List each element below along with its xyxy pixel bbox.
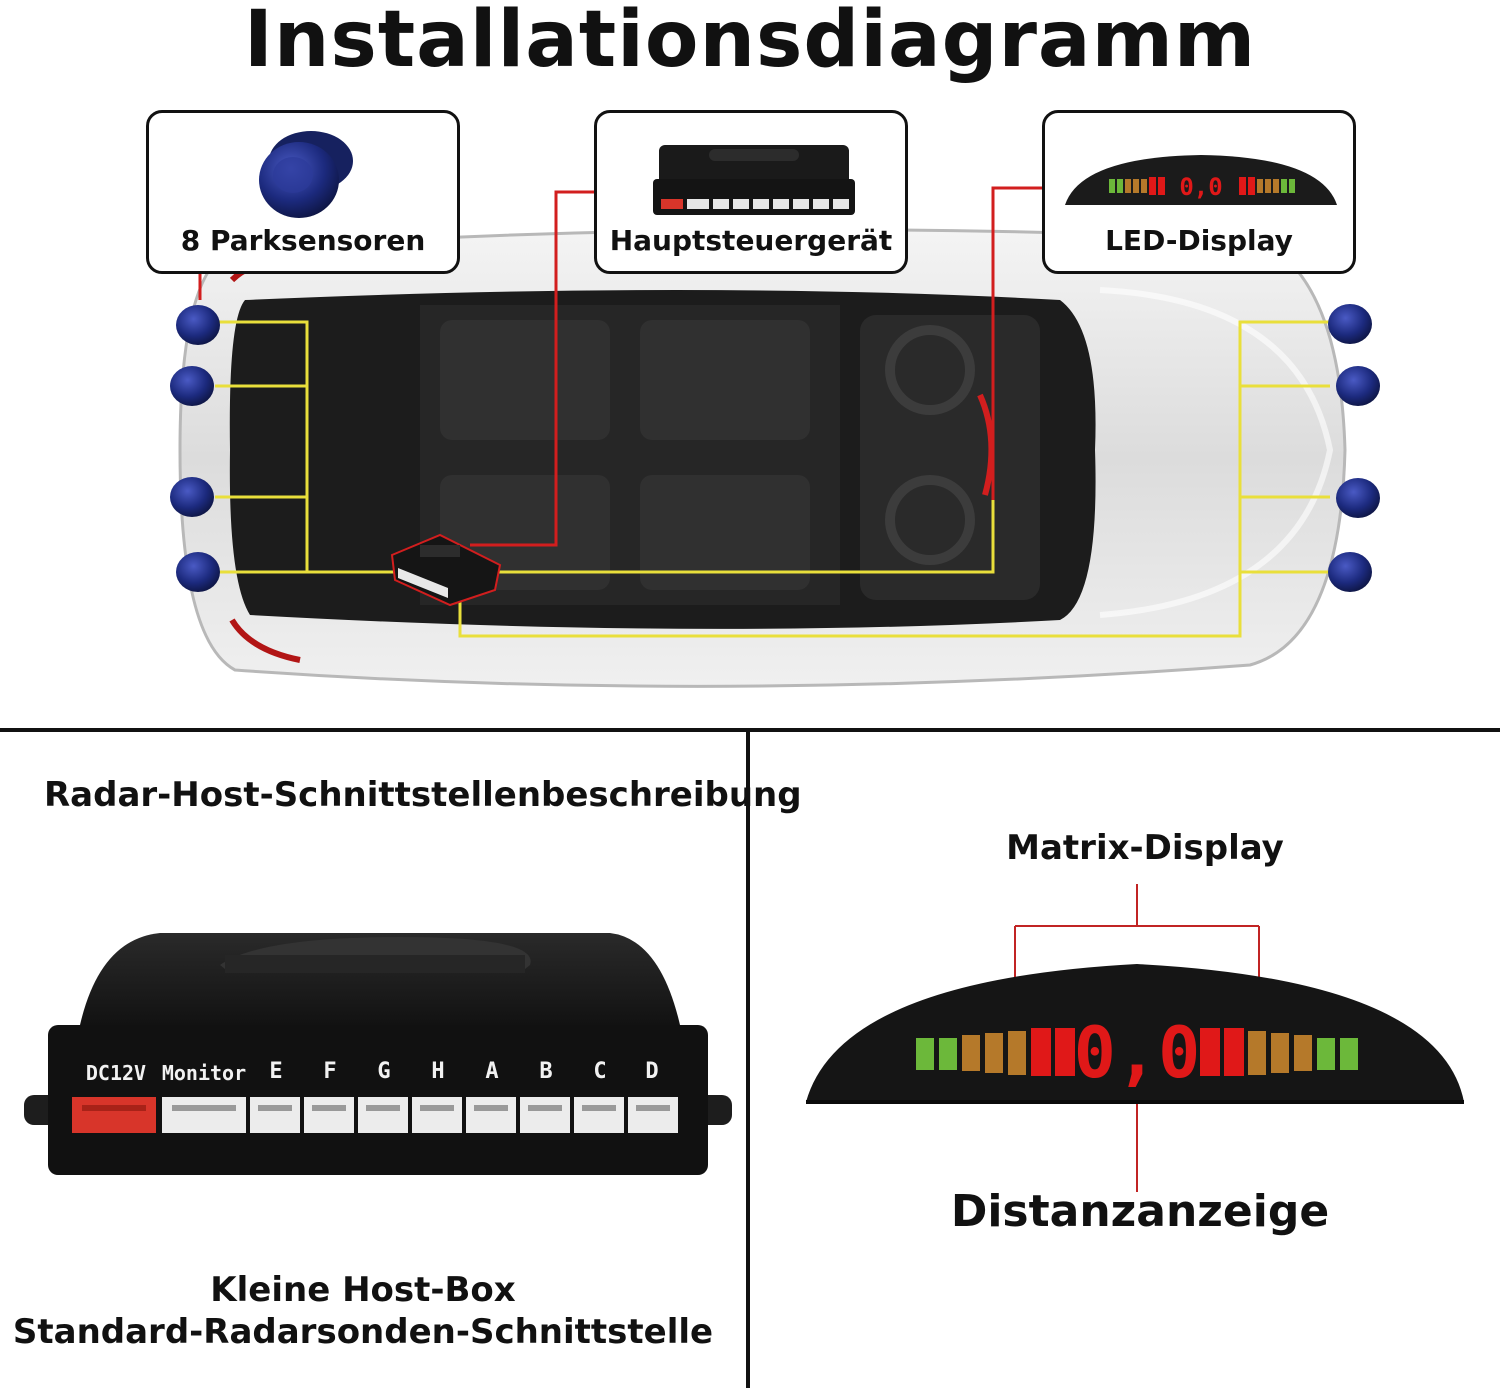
port-e (250, 1097, 300, 1133)
interface-heading: Radar-Host-Schnittstellenbeschreibung (44, 775, 802, 815)
callout-display-label: LED-Display (1105, 224, 1293, 257)
port-label-d: D (645, 1059, 658, 1084)
port-monitor (162, 1097, 246, 1133)
parking-sensor-icon (259, 131, 353, 218)
port-h (412, 1097, 462, 1133)
interface-caption-line1: Kleine Host-Box (210, 1270, 516, 1310)
port-label-g: G (377, 1059, 390, 1084)
red-wiring (198, 186, 1044, 547)
callout-controller: Hauptsteuergerät (594, 110, 908, 274)
car-control-box (390, 533, 502, 607)
port-c (574, 1097, 624, 1133)
port-label-a: A (485, 1059, 498, 1084)
callout-display: 0,0 LED-Display (1042, 110, 1356, 274)
callout-sensors: 8 Parksensoren (146, 110, 460, 274)
callout-display-readout: 0,0 (1179, 173, 1222, 201)
interface-caption-line2: Standard-Radarsonden-Schnittstelle (12, 1312, 714, 1352)
port-label-f: F (323, 1059, 336, 1084)
port-label-c: C (593, 1059, 606, 1084)
control-unit-icon (653, 145, 855, 215)
matrix-display-label: Matrix-Display (1006, 828, 1284, 868)
port-label-dc12v: DC12V (86, 1061, 146, 1085)
port-a (466, 1097, 516, 1133)
callout-sensors-label: 8 Parksensoren (180, 224, 426, 257)
port-label-monitor: Monitor (162, 1061, 246, 1085)
page-title: Installationsdiagramm (243, 0, 1257, 85)
host-box-illustration: DC12V Monitor E F G H A B C D (24, 933, 732, 1175)
port-d (628, 1097, 678, 1133)
callout-controller-label: Hauptsteuergerät (609, 224, 893, 257)
car-body (178, 228, 1347, 688)
port-label-h: H (431, 1059, 444, 1084)
horizontal-divider (0, 728, 1500, 732)
sensors-right (1328, 304, 1380, 592)
sensors-left (170, 305, 220, 592)
led-display-icon: 0,0 (1065, 155, 1337, 205)
car-installation-illustration (170, 186, 1380, 688)
distance-indicator-label: Distanzanzeige (950, 1186, 1330, 1237)
port-b (520, 1097, 570, 1133)
matrix-display-readout: 0,0 (1074, 1012, 1200, 1094)
port-f (304, 1097, 354, 1133)
matrix-display-illustration: 0,0 (806, 884, 1464, 1192)
yellow-wiring (215, 320, 1330, 638)
port-label-b: B (539, 1059, 552, 1084)
led-bars-left (916, 1028, 1075, 1076)
port-g (358, 1097, 408, 1133)
vertical-divider (746, 730, 750, 1388)
port-dc12v (72, 1097, 156, 1133)
led-bars-right (1200, 1028, 1358, 1076)
port-label-e: E (269, 1059, 282, 1084)
